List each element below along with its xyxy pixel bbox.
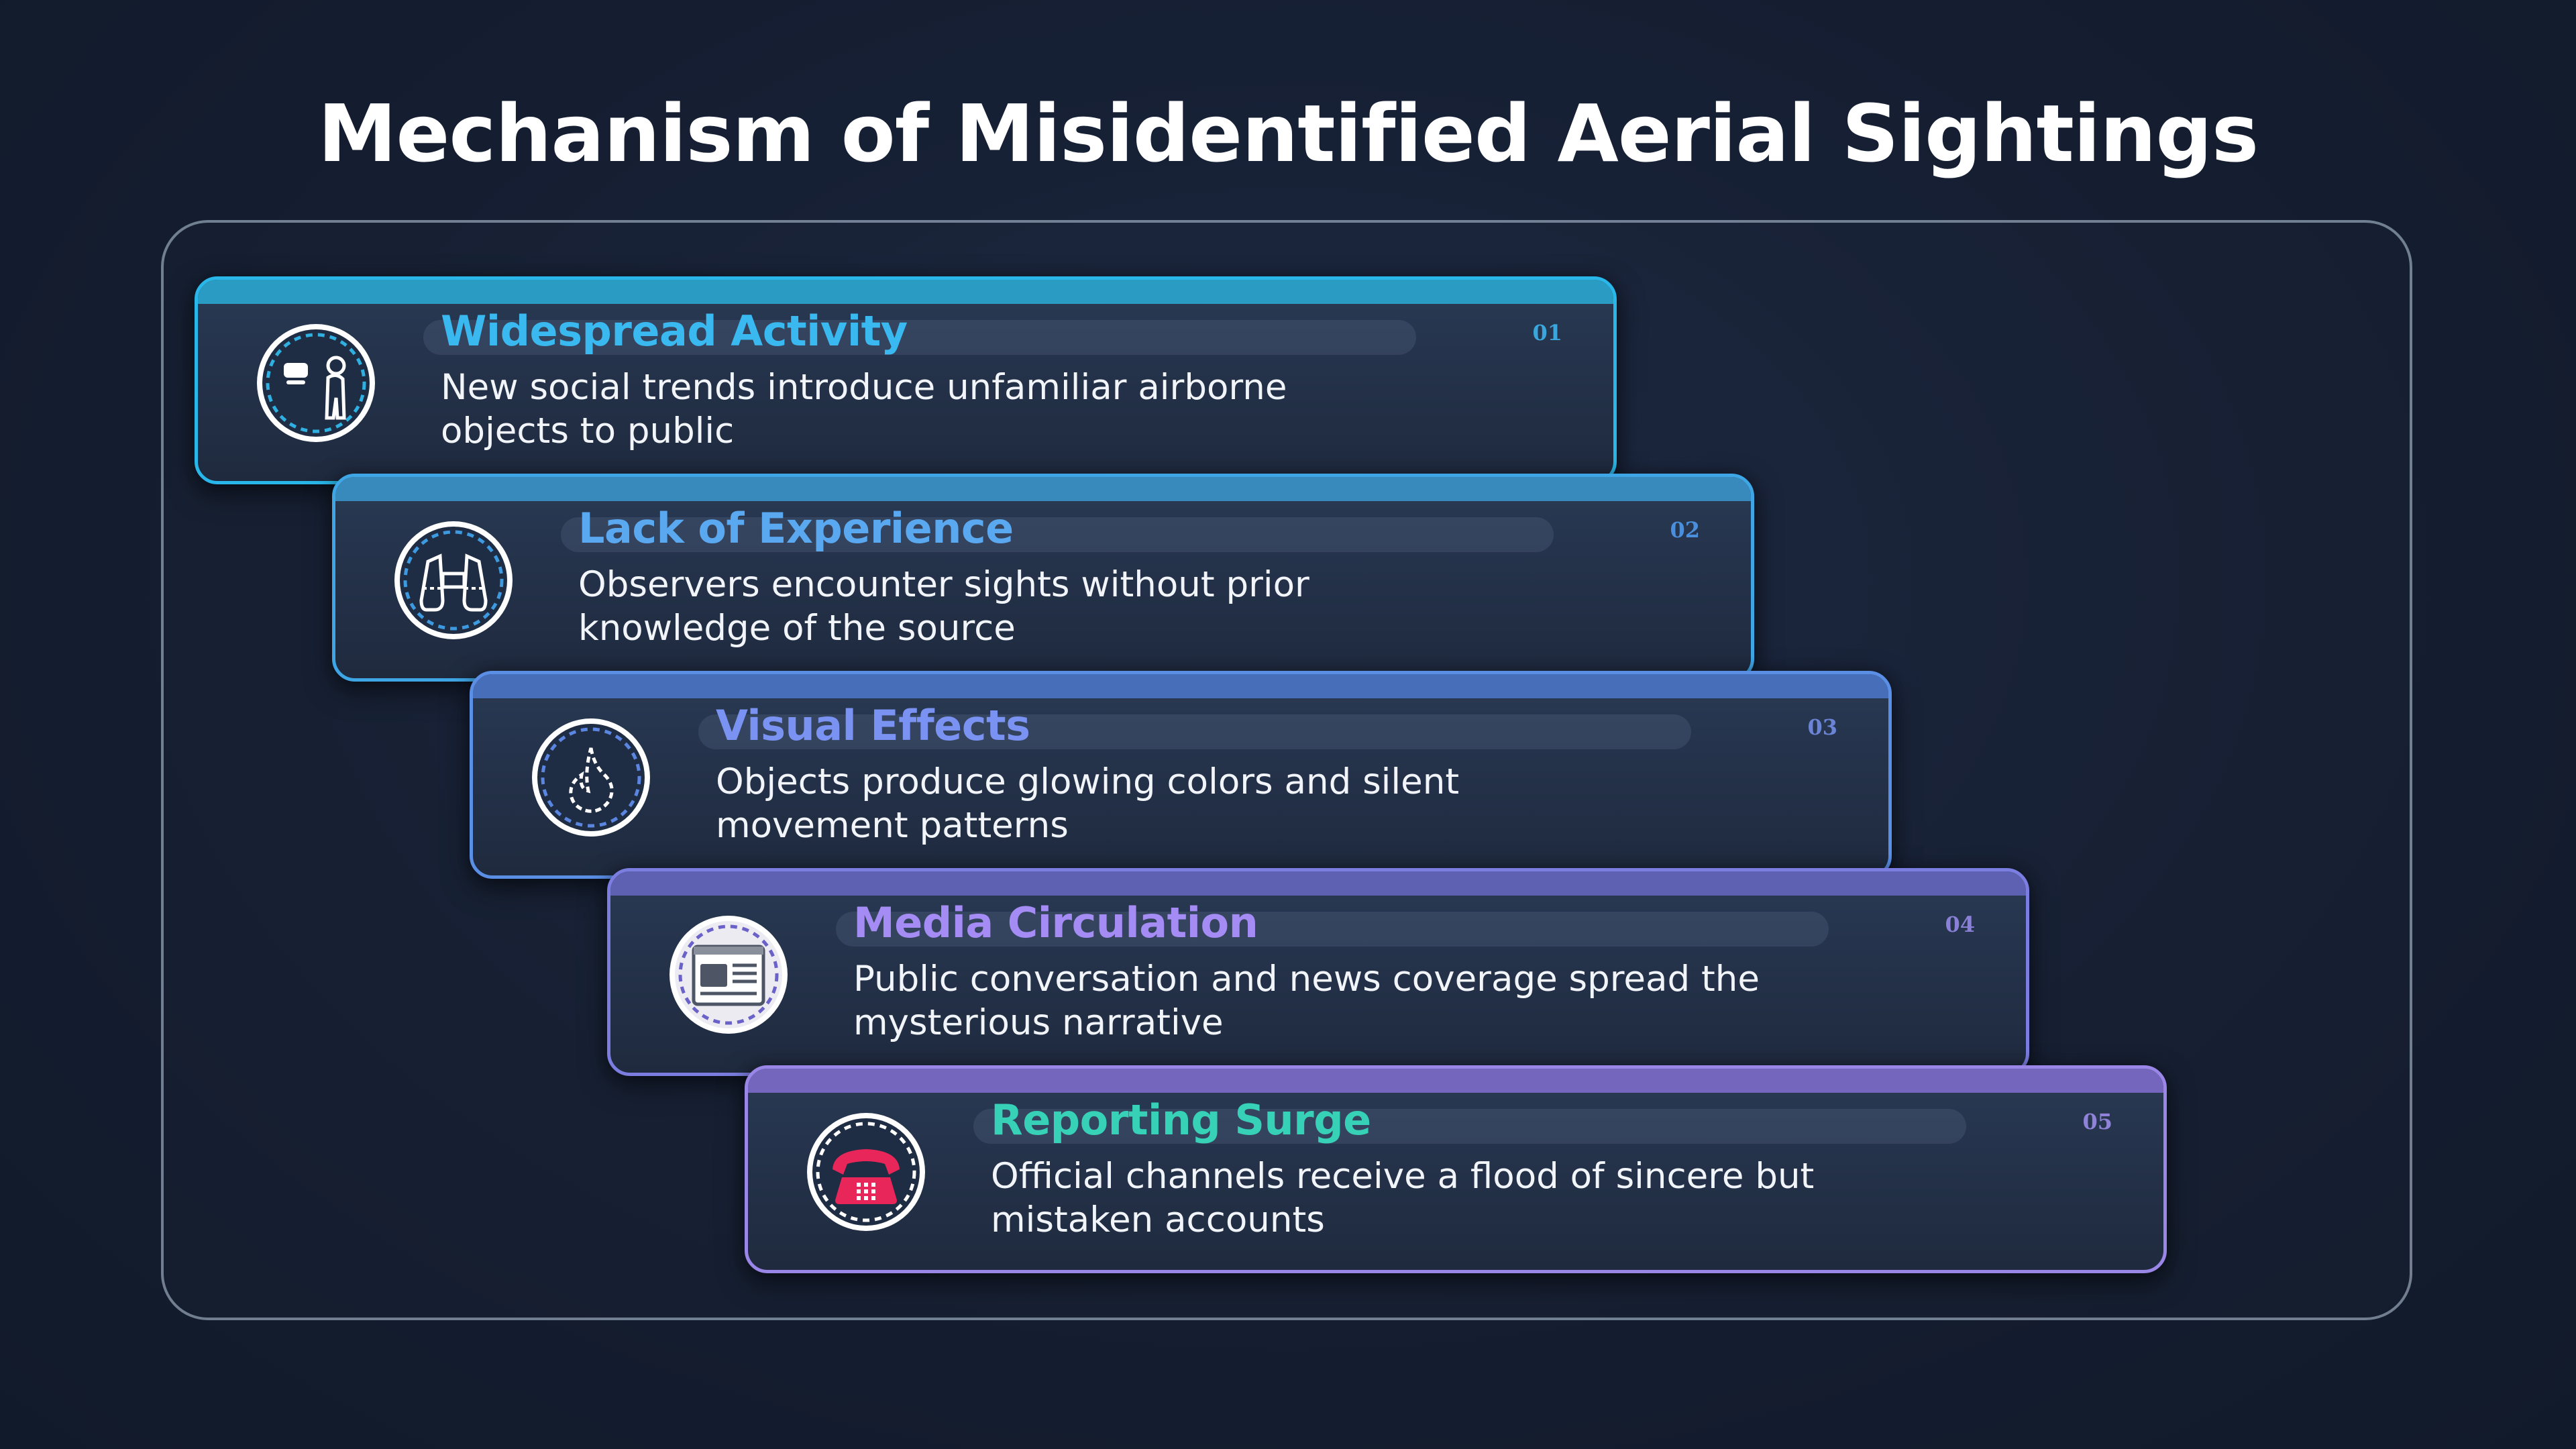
step-title: Media Circulation [853,898,1258,947]
step-card-4: Media Circulation Public conversation an… [607,868,2029,1076]
step-description: New social trends introduce unfamiliar a… [441,367,1287,451]
step-card-3: Visual Effects Objects produce glowing c… [470,671,1892,879]
step-description: Objects produce glowing colors and silen… [716,761,1460,846]
step-number: 05 [2082,1109,2112,1134]
card-header-bar [610,871,2026,896]
step-title: Lack of Experience [578,504,1014,553]
step-description: Observers encounter sights without prior… [578,564,1309,649]
diagram-frame [161,220,2412,1320]
newspaper-icon [669,916,788,1034]
title-track [423,320,1416,355]
card-header-bar [335,477,1751,501]
step-card-2: Lack of Experience Observers encounter s… [332,474,1754,682]
title-track [836,912,1829,947]
step-number: 04 [1945,912,1975,937]
step-description: Public conversation and news coverage sp… [853,959,1760,1043]
step-description: Official channels receive a flood of sin… [991,1156,1815,1240]
step-card-5: Reporting Surge Official channels receiv… [745,1065,2167,1273]
card-header-bar [473,674,1888,698]
person-with-drone-icon [257,324,375,442]
step-title: Visual Effects [716,701,1030,750]
step-title: Reporting Surge [991,1095,1371,1144]
card-header-bar [748,1069,2163,1093]
step-number: 02 [1670,517,1700,543]
telephone-icon [807,1113,925,1231]
binoculars-icon [394,521,513,639]
page-title: Mechanism of Misidentified Aerial Sighti… [317,87,2259,180]
step-card-1: Widespread Activity New social trends in… [195,276,1617,484]
step-title: Widespread Activity [441,307,908,356]
step-number: 03 [1807,714,1837,740]
glow-flame-icon [532,718,650,837]
title-track [561,517,1554,552]
card-header-bar [198,280,1613,304]
title-track [698,714,1691,749]
title-track [973,1109,1966,1144]
step-number: 01 [1532,320,1562,345]
